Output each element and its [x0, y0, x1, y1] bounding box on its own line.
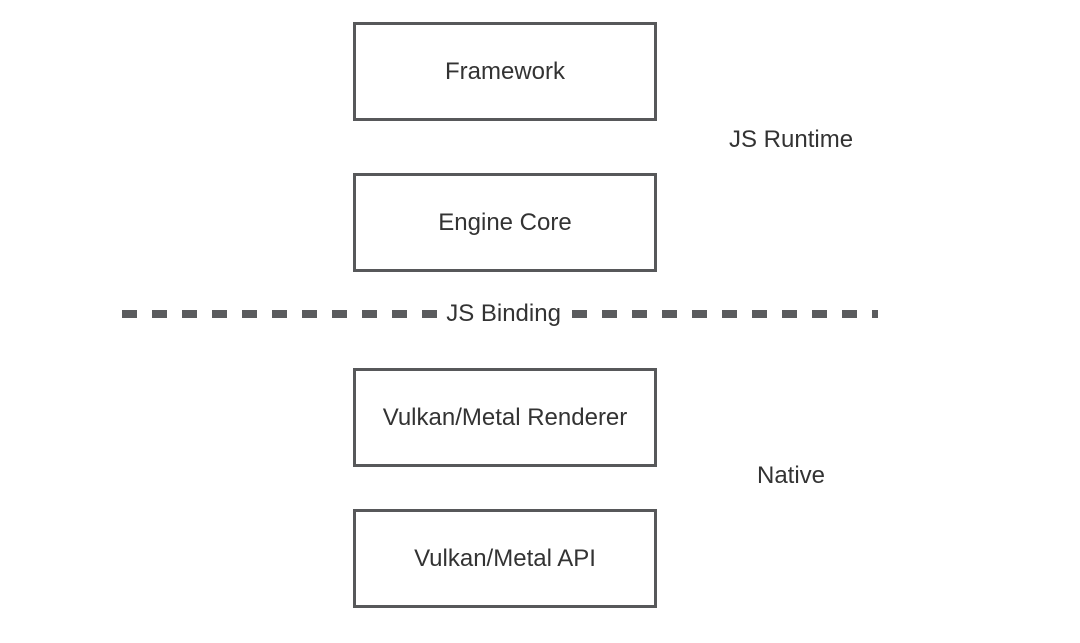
js-runtime-region-label: JS Runtime	[729, 126, 854, 153]
vulkan-metal-api-box: Vulkan/Metal API	[353, 509, 657, 608]
engine-core-box-label: Engine Core	[438, 208, 572, 236]
js-binding-divider: JS Binding	[122, 297, 878, 331]
vulkan-metal-renderer-box: Vulkan/Metal Renderer	[353, 368, 657, 467]
js-binding-label: JS Binding	[444, 297, 563, 331]
vulkan-metal-api-box-label: Vulkan/Metal API	[414, 544, 596, 572]
framework-box: Framework	[353, 22, 657, 121]
framework-box-label: Framework	[444, 57, 565, 85]
vulkan-metal-renderer-box-label: Vulkan/Metal Renderer	[382, 403, 628, 431]
engine-core-box: Engine Core	[353, 173, 657, 272]
native-region-label: Native	[757, 462, 826, 489]
